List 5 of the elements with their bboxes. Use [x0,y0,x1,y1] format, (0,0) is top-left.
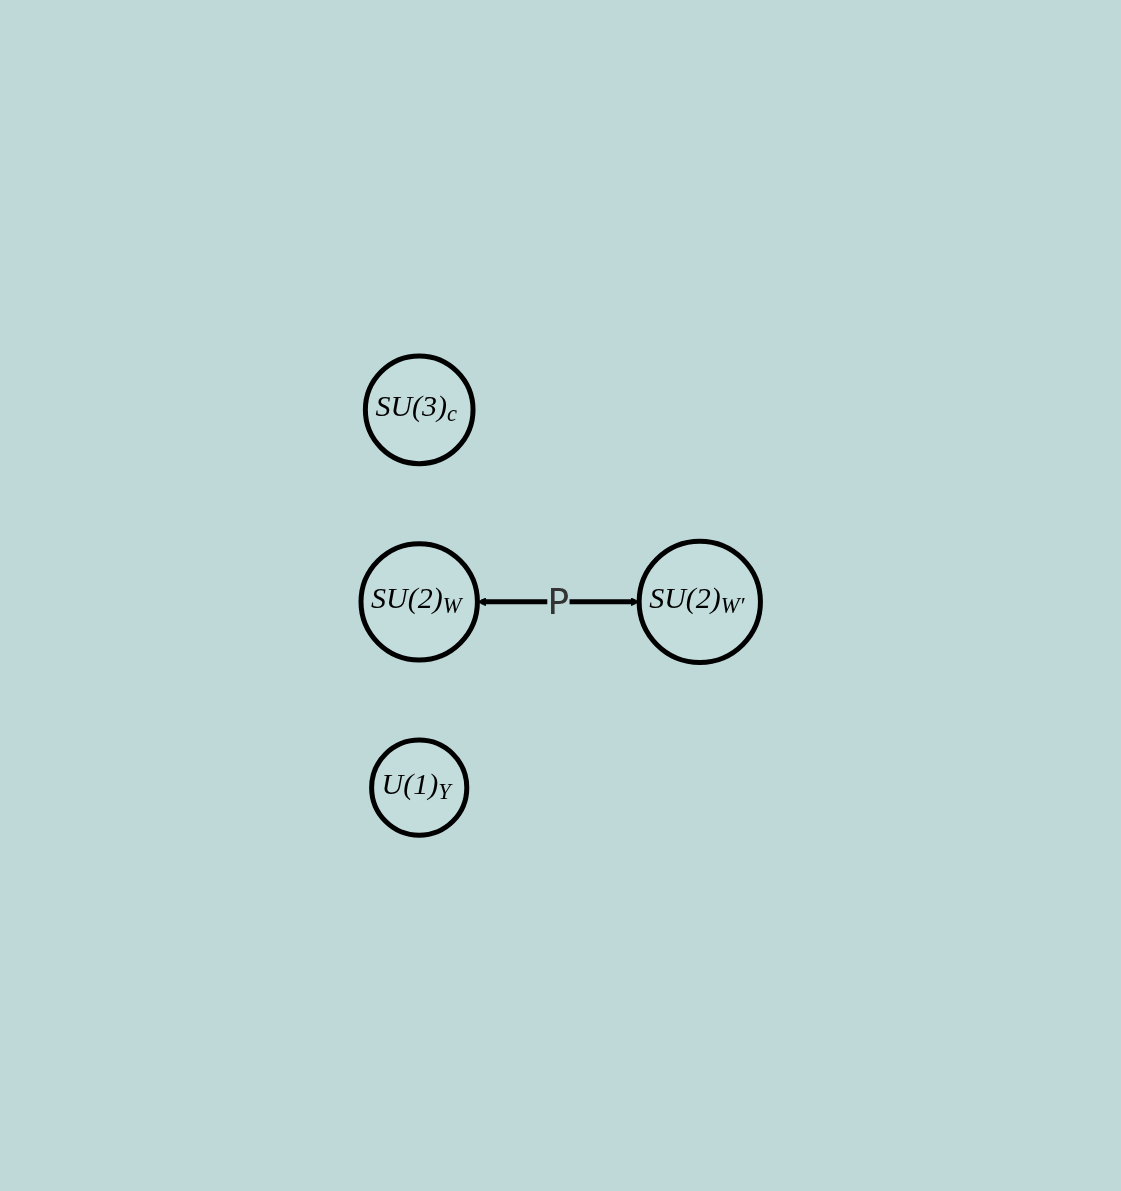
node-circle: SU(2)$_{W}$ [358,541,480,663]
node-circle: SU(3)$_{c}$ [362,353,476,467]
node-circle: SU(2)$_{W′}$ [636,538,763,665]
edge-label: P [547,580,569,622]
node-circle: U(1)$_{Y}$ [368,737,470,838]
